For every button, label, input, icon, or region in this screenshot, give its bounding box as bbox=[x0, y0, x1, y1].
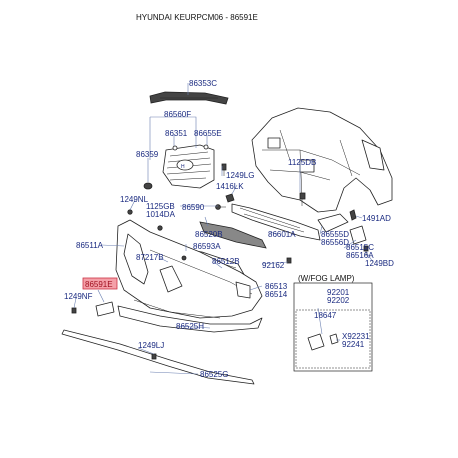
label-92162[interactable]: 92162 bbox=[262, 261, 285, 270]
label-1249lg[interactable]: 1249LG bbox=[226, 171, 254, 180]
clip-1491ad[interactable] bbox=[349, 209, 357, 221]
label-92241[interactable]: 92241 bbox=[342, 340, 365, 349]
label-1125db[interactable]: 1125DB bbox=[288, 158, 316, 167]
label-86525h[interactable]: 86525H bbox=[176, 322, 204, 331]
label-86516a[interactable]: 86516A bbox=[346, 251, 374, 260]
label-92201[interactable]: 92201 bbox=[327, 288, 350, 297]
grille-clip[interactable] bbox=[172, 145, 178, 151]
bumper-bracket[interactable] bbox=[317, 213, 349, 233]
fog-lamp-box bbox=[293, 282, 373, 372]
bolt-1249bd[interactable] bbox=[363, 245, 369, 256]
label-1014da[interactable]: 1014DA bbox=[146, 210, 176, 219]
label-86655e[interactable]: 86655E bbox=[194, 129, 222, 138]
label-86555d[interactable]: 86555D bbox=[321, 230, 349, 239]
grille-upper-bracket[interactable] bbox=[149, 91, 229, 105]
label-86351[interactable]: 86351 bbox=[165, 129, 188, 138]
label-86593a[interactable]: 86593A bbox=[193, 242, 221, 251]
label-1416lk[interactable]: 1416LK bbox=[216, 182, 244, 191]
label-86591e-highlight bbox=[82, 277, 118, 290]
screw-1125gb[interactable] bbox=[157, 225, 163, 231]
radiator-grille[interactable]: H bbox=[162, 144, 215, 189]
label-1125gb[interactable]: 1125GB bbox=[146, 202, 175, 211]
page-title: HYUNDAI KEURPCM06 - 86591E bbox=[136, 13, 258, 22]
grille-screw[interactable] bbox=[203, 144, 209, 150]
label-86359[interactable]: 86359 bbox=[136, 150, 159, 159]
label-86353c[interactable]: 86353C bbox=[189, 79, 217, 88]
bolt-86590[interactable] bbox=[215, 204, 226, 210]
label-86515c[interactable]: 86515C bbox=[346, 243, 374, 252]
label-86513[interactable]: 86513 bbox=[265, 282, 288, 291]
label-86520b[interactable]: 86520B bbox=[195, 230, 223, 239]
impact-beam[interactable] bbox=[231, 203, 321, 241]
fog-lamp-bulb[interactable] bbox=[329, 333, 339, 345]
label-86601a[interactable]: 86601A bbox=[268, 230, 296, 239]
clip-87217b[interactable] bbox=[181, 255, 187, 261]
label-86556d[interactable]: 86556D bbox=[321, 238, 349, 247]
screw-1249nl[interactable] bbox=[127, 209, 133, 215]
part-86591e[interactable] bbox=[95, 301, 115, 317]
label-1249nl[interactable]: 1249NL bbox=[120, 195, 149, 204]
label-87217b[interactable]: 87217B bbox=[136, 253, 164, 262]
label-x92231[interactable]: X92231 bbox=[342, 332, 370, 341]
label-92202[interactable]: 92202 bbox=[327, 296, 350, 305]
label-86590[interactable]: 86590 bbox=[182, 203, 205, 212]
label-18647[interactable]: 18647 bbox=[314, 311, 337, 320]
label-86512b[interactable]: 86512B bbox=[212, 257, 240, 266]
label-1249nf[interactable]: 1249NF bbox=[64, 292, 93, 301]
label-86560f[interactable]: 86560F bbox=[164, 110, 191, 119]
energy-absorber[interactable] bbox=[199, 221, 267, 249]
label-86591e[interactable]: 86591E bbox=[85, 280, 113, 289]
label-1491ad[interactable]: 1491AD bbox=[362, 214, 391, 223]
screw-1249nf[interactable] bbox=[71, 307, 77, 314]
side-bracket[interactable] bbox=[349, 225, 367, 245]
screw-92162[interactable] bbox=[286, 257, 292, 264]
bumper-cover[interactable] bbox=[115, 219, 263, 319]
bumper-lower-lip[interactable] bbox=[117, 305, 263, 333]
svg-text:H: H bbox=[181, 164, 185, 170]
screw-1249lj[interactable] bbox=[151, 353, 157, 360]
label-86511a[interactable]: 86511A bbox=[76, 241, 104, 250]
bolt-1125db[interactable] bbox=[299, 192, 306, 206]
clip-1416lk[interactable] bbox=[225, 193, 235, 203]
label-1249bd[interactable]: 1249BD bbox=[365, 259, 394, 268]
fog-box-title: (W/FOG LAMP) bbox=[298, 274, 355, 283]
emblem[interactable] bbox=[143, 182, 153, 190]
label-86525g[interactable]: 86525G bbox=[200, 370, 228, 379]
label-1249lj[interactable]: 1249LJ bbox=[138, 341, 164, 350]
label-86514[interactable]: 86514 bbox=[265, 290, 288, 299]
front-end-carrier[interactable] bbox=[251, 107, 393, 213]
fog-lamp[interactable] bbox=[307, 333, 325, 351]
